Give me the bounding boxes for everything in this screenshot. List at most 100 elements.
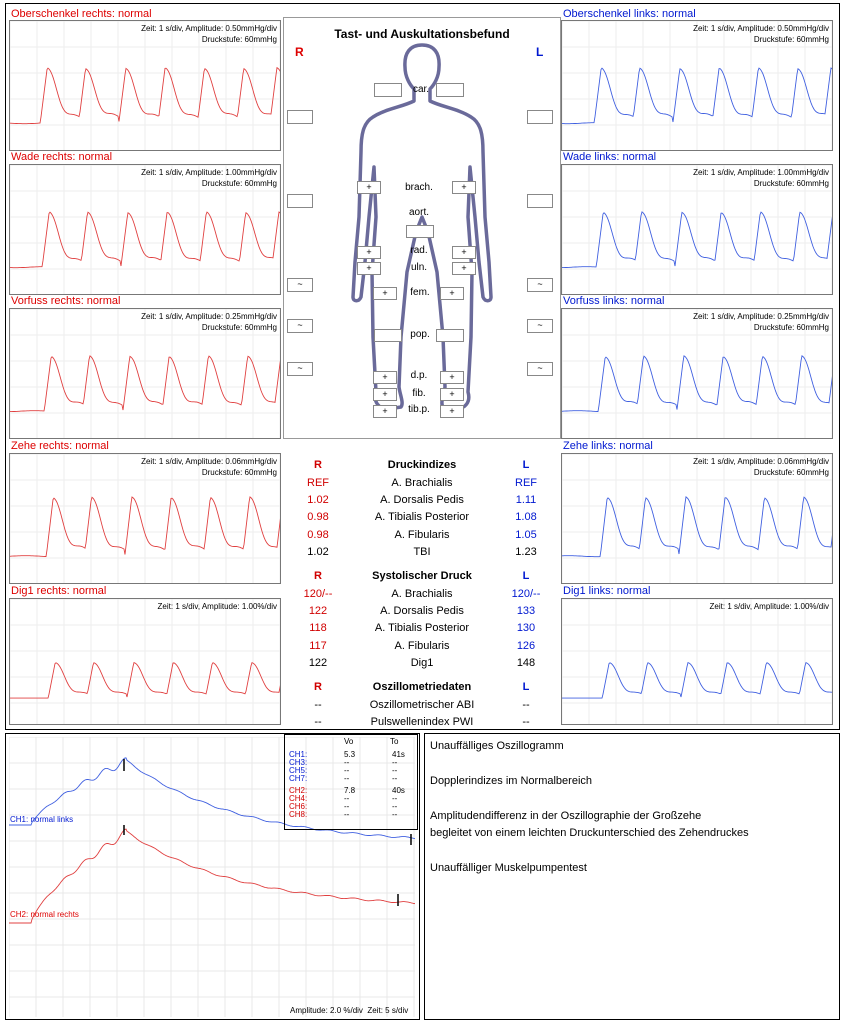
findings-frame: [424, 733, 840, 1020]
rad-right-field[interactable]: +: [357, 246, 381, 259]
label-brach: brach.: [405, 182, 433, 193]
uln-right-field[interactable]: +: [357, 262, 381, 275]
value-left: 1.08: [515, 511, 537, 524]
row-label: A. Fibularis: [394, 528, 450, 541]
side-right-tilde-3[interactable]: ~: [287, 362, 313, 376]
channel-to: --: [392, 810, 398, 819]
waveform-trace: [562, 354, 832, 412]
muscle-pump-frame: [5, 733, 420, 1020]
finding-line: Dopplerindizes im Normalbereich: [430, 775, 593, 787]
row-label: Druckindizes: [387, 459, 457, 471]
value-left: 1.11: [515, 494, 537, 507]
side-left-tilde-1[interactable]: ~: [527, 278, 553, 292]
dp-right-field[interactable]: +: [373, 371, 397, 384]
brach-left-field[interactable]: +: [452, 181, 476, 194]
value-right: 117: [309, 639, 327, 652]
fib-right-field[interactable]: +: [373, 388, 397, 401]
side-left-field-2[interactable]: [527, 194, 553, 208]
panel-info-line: Druckstufe: 60mmHg: [201, 323, 277, 332]
panel-info-line: Zeit: 1 s/div, Amplitude: 0.06mmHg/div: [693, 457, 829, 466]
panel-info: Zeit: 1 s/div, Amplitude: 1.00%/div: [710, 601, 829, 612]
label-car: car.: [412, 84, 430, 95]
fem-right-field[interactable]: +: [373, 287, 397, 300]
channel-name: CH2:: [289, 786, 308, 795]
side-left-tilde-2[interactable]: ~: [527, 319, 553, 333]
value-left: --: [522, 716, 530, 729]
channel-vo: --: [344, 774, 350, 783]
value-left: 130: [516, 622, 536, 635]
side-right-tilde-2[interactable]: ~: [287, 319, 313, 333]
car-right-field[interactable]: [374, 83, 402, 97]
muscle-values-box: [284, 734, 418, 830]
value-left: 126: [516, 639, 536, 652]
side-left-field-1[interactable]: [527, 110, 553, 124]
value-left: REF: [515, 477, 537, 489]
channel-vo: --: [344, 794, 350, 803]
channel-to: --: [392, 758, 398, 767]
row-label: Oszillometrischer ABI: [369, 699, 475, 711]
panel-info: Zeit: 1 s/div, Amplitude: 1.00%/div: [158, 601, 277, 612]
channel-vo: 7.8: [344, 786, 356, 795]
side-right-tilde-1[interactable]: ~: [287, 278, 313, 292]
side-right-field-1[interactable]: [287, 110, 313, 124]
panel-title: Vorfuss links: normal: [563, 295, 665, 307]
panel-info-line: Druckstufe: 60mmHg: [753, 35, 829, 44]
fem-left-field[interactable]: +: [440, 287, 464, 300]
panel-title: Vorfuss rechts: normal: [11, 295, 121, 307]
pop-left-field[interactable]: [436, 329, 464, 342]
channel-name: CH7:: [289, 774, 308, 783]
dp-left-field[interactable]: +: [440, 371, 464, 384]
finding-line: Unauffälliges Oszillogramm: [430, 740, 564, 752]
tibp-right-field[interactable]: +: [373, 405, 397, 418]
tibp-left-field[interactable]: +: [440, 405, 464, 418]
waveform-trace: [10, 355, 280, 413]
row-label: A. Tibialis Posterior: [374, 622, 470, 635]
value-left: L: [522, 681, 530, 693]
channel-to: --: [392, 794, 398, 803]
waveform-trace: [562, 496, 832, 558]
muscle-pump-chart: [9, 737, 415, 1017]
channel-vo: --: [344, 802, 350, 811]
pop-right-field[interactable]: [374, 329, 402, 342]
fib-left-field[interactable]: +: [440, 388, 464, 401]
side-label-right: R: [295, 45, 304, 59]
channel-name: CH3:: [289, 758, 308, 767]
label-aort: aort.: [408, 207, 429, 218]
pulse-waveform: Zeit: 1 s/div, Amplitude: 1.00%/div: [561, 598, 833, 725]
uln-left-field[interactable]: +: [452, 262, 476, 275]
value-left: 148: [516, 656, 536, 669]
waveform-trace: [10, 496, 280, 557]
aort-field[interactable]: [406, 225, 434, 238]
value-right: R: [314, 459, 322, 471]
side-right-field-2[interactable]: [287, 194, 313, 208]
value-right: 1.02: [307, 494, 329, 507]
ch2-label: CH2: normal rechts: [10, 910, 79, 919]
brach-right-field[interactable]: +: [357, 181, 381, 194]
car-left-field[interactable]: [436, 83, 464, 97]
value-right: R: [314, 681, 322, 693]
side-left-tilde-3[interactable]: ~: [527, 362, 553, 376]
panel-info-line: Zeit: 1 s/div, Amplitude: 1.00%/div: [157, 602, 277, 611]
label-fib: fib.: [412, 388, 426, 399]
row-label: A. Brachialis: [391, 588, 453, 600]
channel-to: 40s: [392, 786, 405, 795]
panel-info-line: Druckstufe: 60mmHg: [753, 323, 829, 332]
value-left: 1.05: [515, 528, 537, 541]
row-label: Systolischer Druck: [372, 570, 472, 582]
panel-title: Wade rechts: normal: [11, 151, 113, 163]
table-row: --Pulswellenindex PWI--: [284, 716, 560, 733]
label-tibp: tib.p.: [408, 404, 430, 415]
label-dp: d.p.: [410, 370, 428, 381]
upper-frame: [5, 3, 840, 730]
rad-left-field[interactable]: +: [452, 246, 476, 259]
pulse-waveform: Zeit: 1 s/div, Amplitude: 1.00%/div: [9, 598, 281, 725]
